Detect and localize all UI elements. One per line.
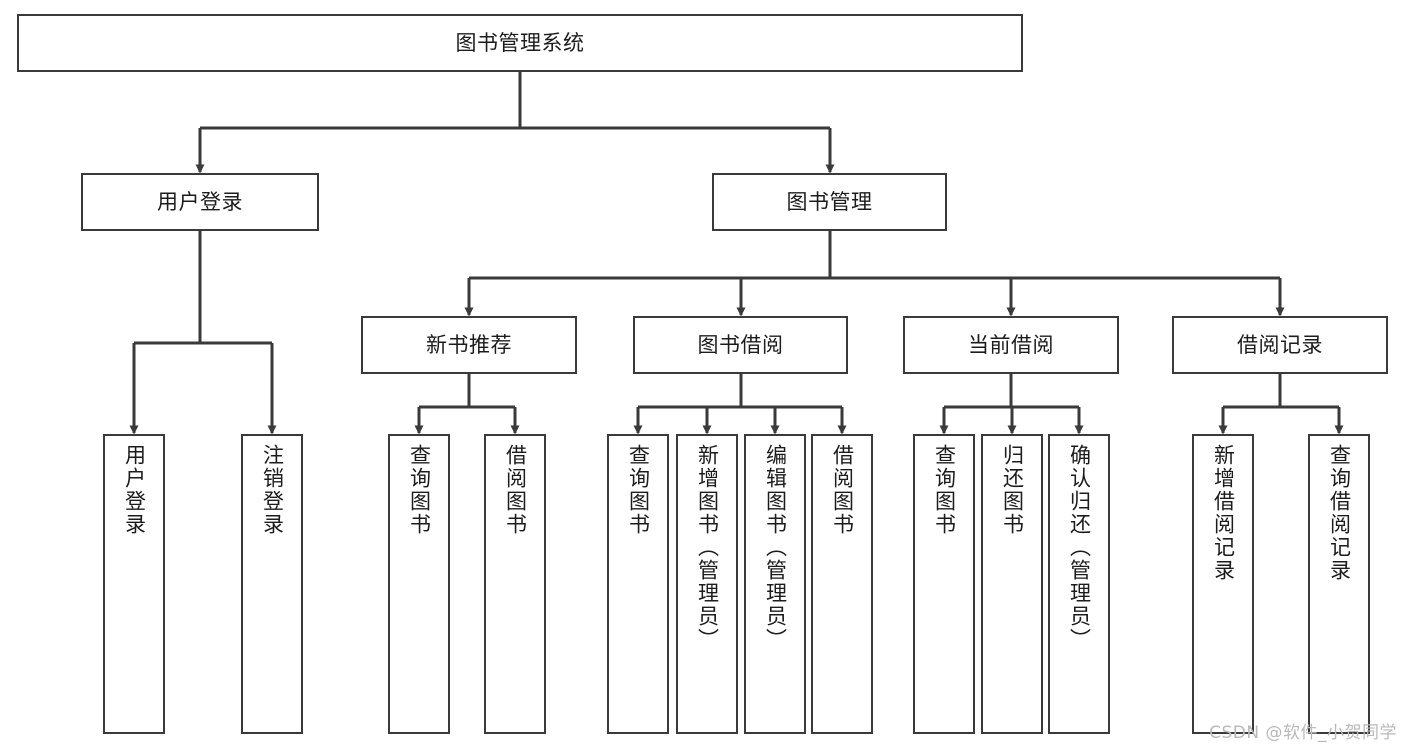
- node-leaf-edit-book[interactable]: 编辑图书（管理员）: [744, 434, 806, 734]
- node-leaf-query-record[interactable]: 查询借阅记录: [1308, 434, 1370, 734]
- node-label: 归还图书: [1000, 444, 1025, 536]
- node-leaf-user-login[interactable]: 用户登录: [103, 434, 165, 734]
- node-borrow-record[interactable]: 借阅记录: [1172, 316, 1388, 374]
- node-current-borrow[interactable]: 当前借阅: [903, 316, 1119, 374]
- node-label: 用户登录: [157, 189, 243, 214]
- node-leaf-add-record[interactable]: 新增借阅记录: [1192, 434, 1254, 734]
- node-leaf-user-logout[interactable]: 注销登录: [241, 434, 303, 734]
- node-label: 注销登录: [260, 444, 285, 536]
- node-label: 查询图书: [626, 444, 651, 536]
- node-label: 图书借阅: [697, 332, 784, 357]
- node-label: 借阅图书: [503, 444, 528, 536]
- node-leaf-confirm-return[interactable]: 确认归还（管理员）: [1048, 434, 1110, 734]
- node-new-book-rec[interactable]: 新书推荐: [361, 316, 577, 374]
- node-user-login[interactable]: 用户登录: [81, 173, 319, 231]
- node-leaf-return-book[interactable]: 归还图书: [981, 434, 1043, 734]
- node-label: 新增借阅记录: [1211, 444, 1236, 582]
- node-leaf-borrow-book-1[interactable]: 借阅图书: [484, 434, 546, 734]
- node-leaf-borrow-book-2[interactable]: 借阅图书: [811, 434, 873, 734]
- node-label: 查询图书: [407, 444, 432, 536]
- node-leaf-query-book-2[interactable]: 查询图书: [607, 434, 669, 734]
- node-label: 当前借阅: [968, 332, 1054, 357]
- node-label: 借阅记录: [1237, 332, 1323, 357]
- node-label: 编辑图书（管理员）: [763, 444, 788, 651]
- node-leaf-add-book[interactable]: 新增图书（管理员）: [676, 434, 738, 734]
- node-leaf-query-book-1[interactable]: 查询图书: [388, 434, 450, 734]
- node-leaf-query-book-3[interactable]: 查询图书: [913, 434, 975, 734]
- node-label: 图书管理系统: [455, 30, 585, 55]
- node-label: 查询借阅记录: [1327, 444, 1352, 582]
- watermark-text: CSDN @软件_小贺同学: [1209, 723, 1397, 743]
- node-root[interactable]: 图书管理系统: [17, 14, 1023, 72]
- node-label: 新书推荐: [426, 332, 512, 357]
- node-label: 图书管理: [786, 189, 873, 214]
- node-label: 确认归还（管理员）: [1067, 444, 1092, 651]
- node-book-borrow[interactable]: 图书借阅: [633, 316, 848, 374]
- node-label: 用户登录: [122, 444, 147, 536]
- node-book-manage[interactable]: 图书管理: [712, 173, 947, 231]
- node-label: 新增图书（管理员）: [695, 444, 720, 651]
- node-label: 查询图书: [932, 444, 957, 536]
- node-label: 借阅图书: [830, 444, 855, 536]
